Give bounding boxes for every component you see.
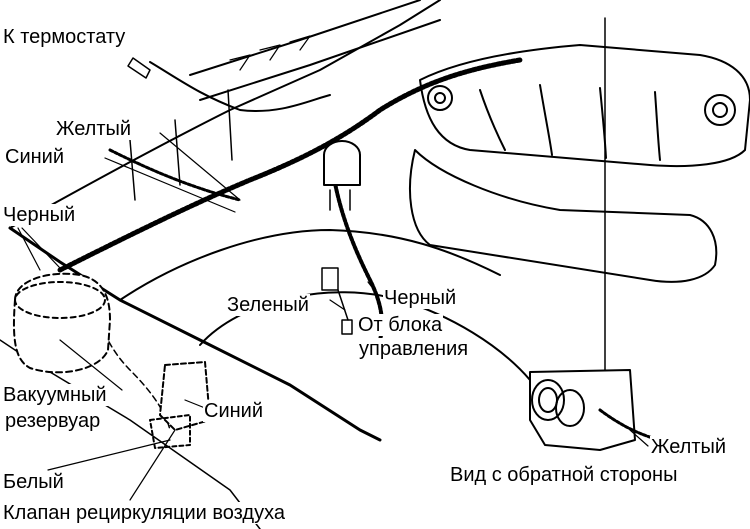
label-blue-top: Синий — [4, 146, 66, 168]
leader-black-left — [17, 227, 61, 271]
inner-fender — [119, 229, 501, 301]
label-yellow-top: Желтый — [55, 118, 133, 140]
label-to-thermostat: К термостату — [2, 26, 127, 48]
intake-runner-1 — [479, 84, 661, 161]
egr-valve — [159, 361, 211, 431]
vacuum-tank — [12, 272, 111, 374]
label-yellow-bottom: Желтый — [650, 436, 728, 458]
fender-lower-edge — [8, 226, 382, 442]
rear-view-inset — [529, 369, 636, 451]
leader-yellow-bottom — [629, 429, 649, 447]
thermostat-connector — [127, 57, 151, 79]
label-vacuum-tank-2: резервуар — [4, 410, 102, 432]
harness-lower — [89, 284, 171, 431]
label-vacuum-tank-1: Вакуумный — [2, 384, 108, 406]
label-black-left: Черный — [2, 204, 77, 226]
label-egr-valve: Клапан рециркуляции воздуха — [2, 502, 286, 524]
valve-cover — [409, 149, 718, 283]
intake-port-right — [704, 94, 736, 126]
label-green: Зеленый — [226, 294, 310, 316]
leader-blue-top — [104, 157, 236, 213]
harness-branch-yellow — [108, 148, 242, 202]
label-blue-bottom: Синий — [203, 400, 265, 422]
leader-egr — [129, 429, 176, 501]
intake-port-left — [427, 85, 453, 111]
label-from-control-unit-1: От блока — [357, 314, 444, 336]
leader-black-mid — [367, 281, 379, 296]
label-black-mid: Черный — [383, 287, 458, 309]
leader-green — [329, 299, 346, 311]
leader-yellow-top — [159, 132, 241, 201]
top-beam — [189, 0, 441, 101]
beam-hatch — [229, 35, 311, 71]
control-connector — [321, 267, 339, 291]
intake-manifold — [419, 44, 750, 168]
leader-white — [47, 439, 171, 471]
label-from-control-unit-2: управления — [358, 338, 470, 360]
harness-main — [57, 57, 523, 273]
leader-vacuum-tank — [59, 339, 123, 391]
label-rear-view: Вид с обратной стороны — [449, 464, 679, 486]
firewall — [129, 89, 233, 201]
harness-branch-thermostat — [149, 61, 331, 112]
leader-blue-bottom — [184, 399, 206, 409]
label-white: Белый — [2, 471, 65, 493]
